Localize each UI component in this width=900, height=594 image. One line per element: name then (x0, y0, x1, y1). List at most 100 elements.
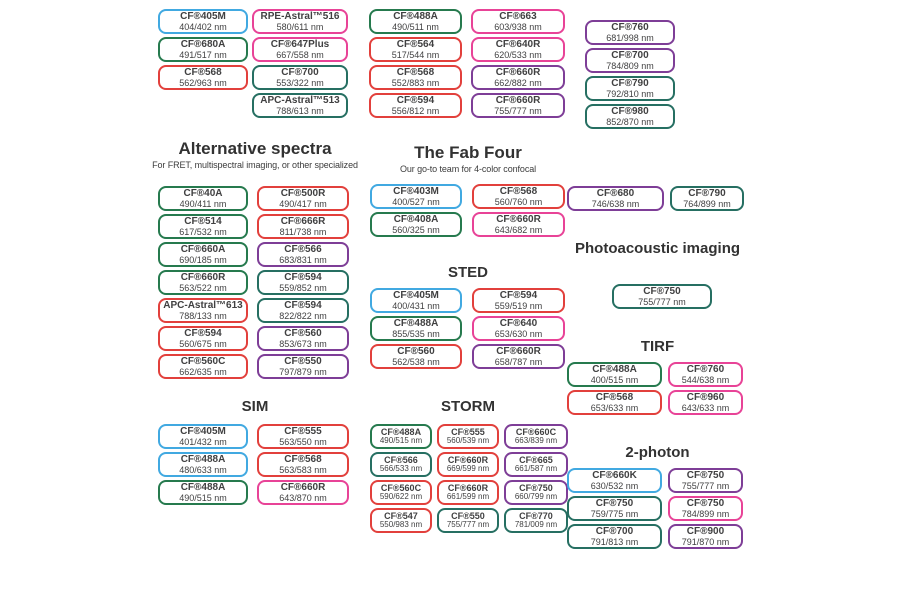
dye-wavelength-label: 662/882 nm (494, 78, 542, 89)
dye-wavelength-label: 755/777 nm (638, 297, 686, 308)
dye-name-label: CF®647Plus (270, 38, 330, 50)
dye-name-label: CF®640 (499, 317, 538, 329)
dye-name-label: CF®405M (180, 425, 226, 437)
dye-wavelength-label: 490/515 nm (179, 493, 227, 504)
dye-wavelength-label: 400/431 nm (392, 301, 440, 312)
dye-name-label: CF®663 (499, 10, 537, 22)
dye-wavelength-label: 603/938 nm (494, 22, 542, 33)
dye-name-label: CF®665 (519, 454, 553, 465)
dye-name-label: CF®760 (686, 363, 725, 375)
dye-wavelength-label: 791/813 nm (590, 537, 639, 548)
dye-name-label: CF®550 (451, 510, 485, 521)
dye-wavelength-label: 553/322 nm (276, 78, 324, 89)
section-title: TIRF (640, 338, 675, 355)
dye-wavelength-label: 784/809 nm (606, 61, 654, 72)
section-subtitle: Our go-to team for 4-color confocal (399, 163, 537, 174)
dye-name-label: CF®560 (397, 345, 435, 357)
dye-name-label: CF®700 (281, 66, 319, 78)
dye-name-label: CF®750 (643, 285, 681, 297)
dye-name-label: CF®568 (396, 66, 435, 78)
dye-name-label: CF®405M (393, 289, 439, 301)
dye-wavelength-label: 669/599 nm (446, 464, 490, 474)
dye-name-label: CF®488A (380, 426, 422, 437)
dye-wavelength-label: 559/519 nm (494, 301, 543, 312)
dye-wavelength-label: 560/675 nm (179, 339, 227, 350)
section-heading-tirf: TIRF (575, 338, 740, 355)
dye-wavelength-label: 755/777 nm (494, 106, 542, 117)
dye-name-label: CF®760 (611, 21, 649, 33)
dye-wavelength-label: 620/533 nm (494, 50, 542, 61)
dye-name-label: CF®594 (396, 94, 435, 106)
dye-name-label: CF®660A (180, 243, 226, 255)
dye-wavelength-label: 822/822 nm (279, 311, 327, 322)
dye-wavelength-label: 792/810 nm (606, 89, 654, 100)
dye-name-label: CF®560C (180, 355, 226, 367)
dye-name-label: CF®700 (611, 49, 649, 61)
dye-name-label: CF®680 (596, 187, 635, 199)
dye-name-label: CF®660R (496, 345, 541, 357)
dye-name-label: APC-Astral™613 (163, 299, 243, 311)
dye-wavelength-label: 480/633 nm (179, 465, 227, 476)
dye-wavelength-label: 660/799 nm (514, 492, 558, 502)
dye-name-label: CF®594 (284, 271, 322, 283)
dye-wavelength-label: 400/515 nm (590, 375, 639, 386)
dye-wavelength-label: 491/517 nm (179, 50, 227, 61)
dye-name-label: CF®594 (184, 327, 222, 339)
dye-name-label: CF®403M (393, 185, 439, 197)
dye-name-label: CF®660R (495, 94, 541, 106)
section-heading-2-photon: 2-photon (575, 444, 740, 461)
dye-wavelength-label: 788/613 nm (276, 106, 324, 117)
dye-wavelength-label: 517/544 nm (391, 50, 440, 61)
dye-wavelength-label: 580/611 nm (276, 22, 324, 33)
dye-name-label: CF®790 (688, 187, 726, 199)
dye-name-label: CF®750 (595, 497, 634, 509)
dye-name-label: CF®566 (284, 243, 322, 255)
dye-name-label: CF®564 (396, 38, 435, 50)
section-heading-storm: STORM (368, 398, 568, 415)
dye-wavelength-label: 764/899 nm (683, 199, 731, 210)
dye-wavelength-label: 811/738 nm (279, 227, 327, 238)
section-heading-sted: STED (368, 264, 568, 281)
section-title: STED (447, 264, 488, 281)
dye-name-label: CF®594 (499, 289, 538, 301)
dye-name-label: CF®680A (180, 38, 226, 50)
dye-name-label: CF®500R (280, 187, 326, 199)
dye-wavelength-label: 617/532 nm (179, 227, 227, 238)
dye-wavelength-label: 853/673 nm (279, 339, 327, 350)
dye-name-label: CF®790 (611, 77, 649, 89)
dye-name-label: CF®555 (284, 425, 322, 437)
dye-name-label: CF®640R (495, 38, 541, 50)
dye-wavelength-label: 563/550 nm (279, 437, 327, 448)
